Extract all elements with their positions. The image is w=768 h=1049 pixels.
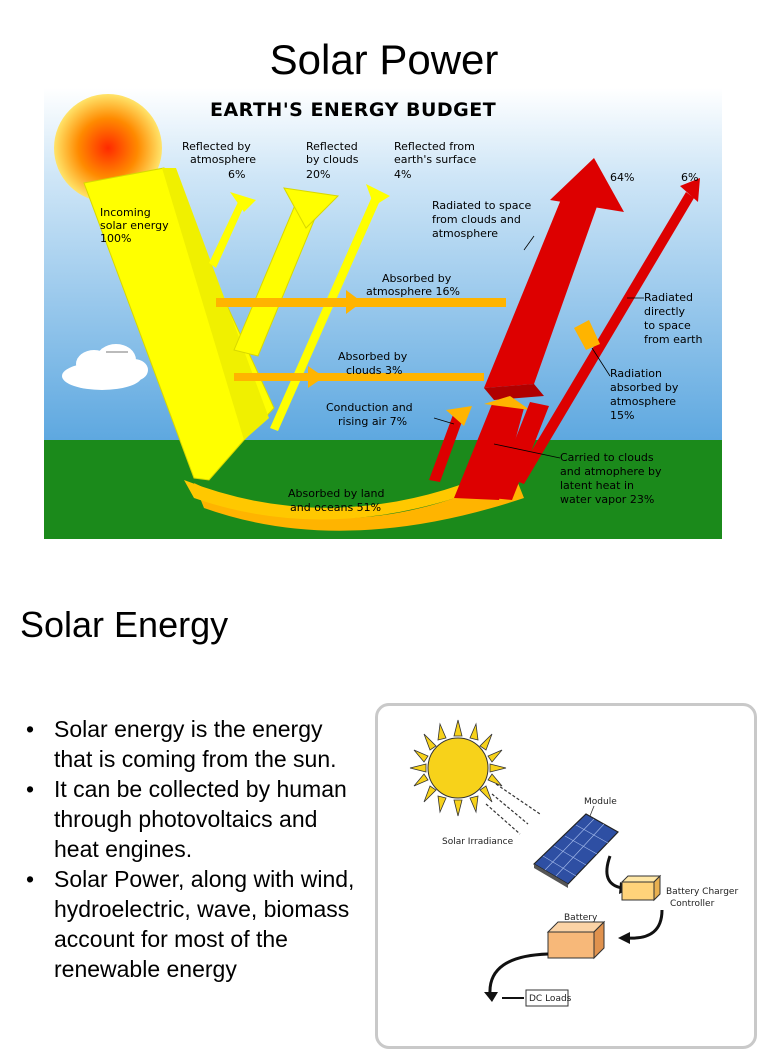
- charger-controller: [620, 874, 662, 902]
- reflected-atmosphere-arrow: [209, 192, 256, 268]
- latent-heat-label: water vapor 23%: [560, 493, 654, 506]
- radiated-space-label: from clouds and: [432, 213, 521, 226]
- absorbed-land-label: Absorbed by land: [288, 487, 384, 500]
- radiated-space-arrow: [484, 158, 624, 400]
- battery-label: Battery: [564, 913, 598, 923]
- absorbed-land-label: and oceans 51%: [290, 501, 381, 514]
- incoming-label: solar energy: [100, 219, 169, 232]
- pct-64-label: 64%: [610, 171, 634, 184]
- irradiance-arrows: [485, 783, 541, 835]
- latent-heat-label: and atmophere by: [560, 465, 662, 478]
- solar-irradiance-label: Solar Irradiance: [442, 837, 514, 847]
- radiated-direct-label: directly: [644, 305, 686, 318]
- reflected-surface-arrow: [270, 184, 390, 431]
- radiation-absorbed-arrow: [574, 320, 600, 350]
- conduction-arrow: [429, 406, 472, 482]
- radiation-absorbed-label: Radiation: [610, 367, 662, 380]
- cloud-icon: [62, 344, 148, 390]
- charger-label: Controller: [670, 899, 715, 909]
- absorbed-clouds-label: Absorbed by: [338, 350, 408, 363]
- absorbed-atmosphere-arrow: [216, 290, 506, 314]
- pct-6-label: 6%: [681, 171, 698, 184]
- absorbed-clouds-label: clouds 3%: [346, 364, 402, 377]
- bullet-list: Solar energy is the energy that is comin…: [26, 714, 361, 984]
- solar-module: [533, 813, 619, 888]
- reflected-atmosphere-label: 6%: [228, 168, 245, 181]
- absorbed-clouds-arrow: [234, 366, 484, 388]
- absorbed-atmosphere-label: Absorbed by: [382, 272, 452, 285]
- section-title: Solar Energy: [20, 604, 229, 645]
- bullet-item: It can be collected by human through pho…: [26, 774, 361, 864]
- dc-loads: [525, 989, 569, 1007]
- radiation-absorbed-label: absorbed by: [610, 381, 679, 394]
- reflected-atmosphere-label: atmosphere: [190, 153, 256, 166]
- radiation-absorbed-label: atmosphere: [610, 395, 676, 408]
- radiated-direct-label: from earth: [644, 333, 702, 346]
- bullet-item: Solar Power, along with wind, hydroelect…: [26, 864, 361, 984]
- energy-budget-diagram: EARTH'S ENERGY BUDGET Incoming solar ene…: [44, 88, 722, 539]
- reflected-surface-label: earth's surface: [394, 153, 476, 166]
- radiated-direct-label: Radiated: [644, 291, 693, 304]
- reflected-surface-label: 4%: [394, 168, 411, 181]
- reflected-surface-label: Reflected from: [394, 140, 475, 153]
- dc-loads-label: DC Loads: [529, 994, 572, 1004]
- latent-heat-label: Carried to clouds: [560, 451, 654, 464]
- diagram-heading: EARTH'S ENERGY BUDGET: [210, 99, 496, 121]
- reflected-clouds-label: Reflected: [306, 140, 358, 153]
- reflected-clouds-label: 20%: [306, 168, 330, 181]
- incoming-label: 100%: [100, 232, 131, 245]
- reflected-clouds-label: by clouds: [306, 153, 359, 166]
- battery: [546, 920, 606, 960]
- slide-title: Solar Power: [269, 36, 499, 83]
- sun-icon: [409, 719, 507, 817]
- radiation-absorbed-label: 15%: [610, 409, 634, 422]
- radiated-direct-label: to space: [644, 319, 691, 332]
- conduction-label: rising air 7%: [338, 415, 407, 428]
- charger-label: Battery Charger: [666, 887, 738, 897]
- incoming-label: Incoming: [100, 206, 151, 219]
- bullet-item: Solar energy is the energy that is comin…: [26, 714, 361, 774]
- latent-heat-arrow: [454, 396, 549, 500]
- radiated-space-label: Radiated to space: [432, 199, 532, 212]
- radiated-direct-arrow: [514, 178, 700, 484]
- reflected-atmosphere-label: Reflected by: [182, 140, 251, 153]
- reflected-clouds-arrow: [233, 187, 340, 357]
- module-label: Module: [584, 797, 617, 807]
- absorbed-atmosphere-label: atmosphere 16%: [366, 285, 460, 298]
- radiated-space-label: atmosphere: [432, 227, 498, 240]
- pv-system-diagram: Solar Irradiance Module Battery Charger: [375, 703, 757, 1049]
- latent-heat-label: latent heat in: [560, 479, 634, 492]
- conduction-label: Conduction and: [326, 401, 413, 414]
